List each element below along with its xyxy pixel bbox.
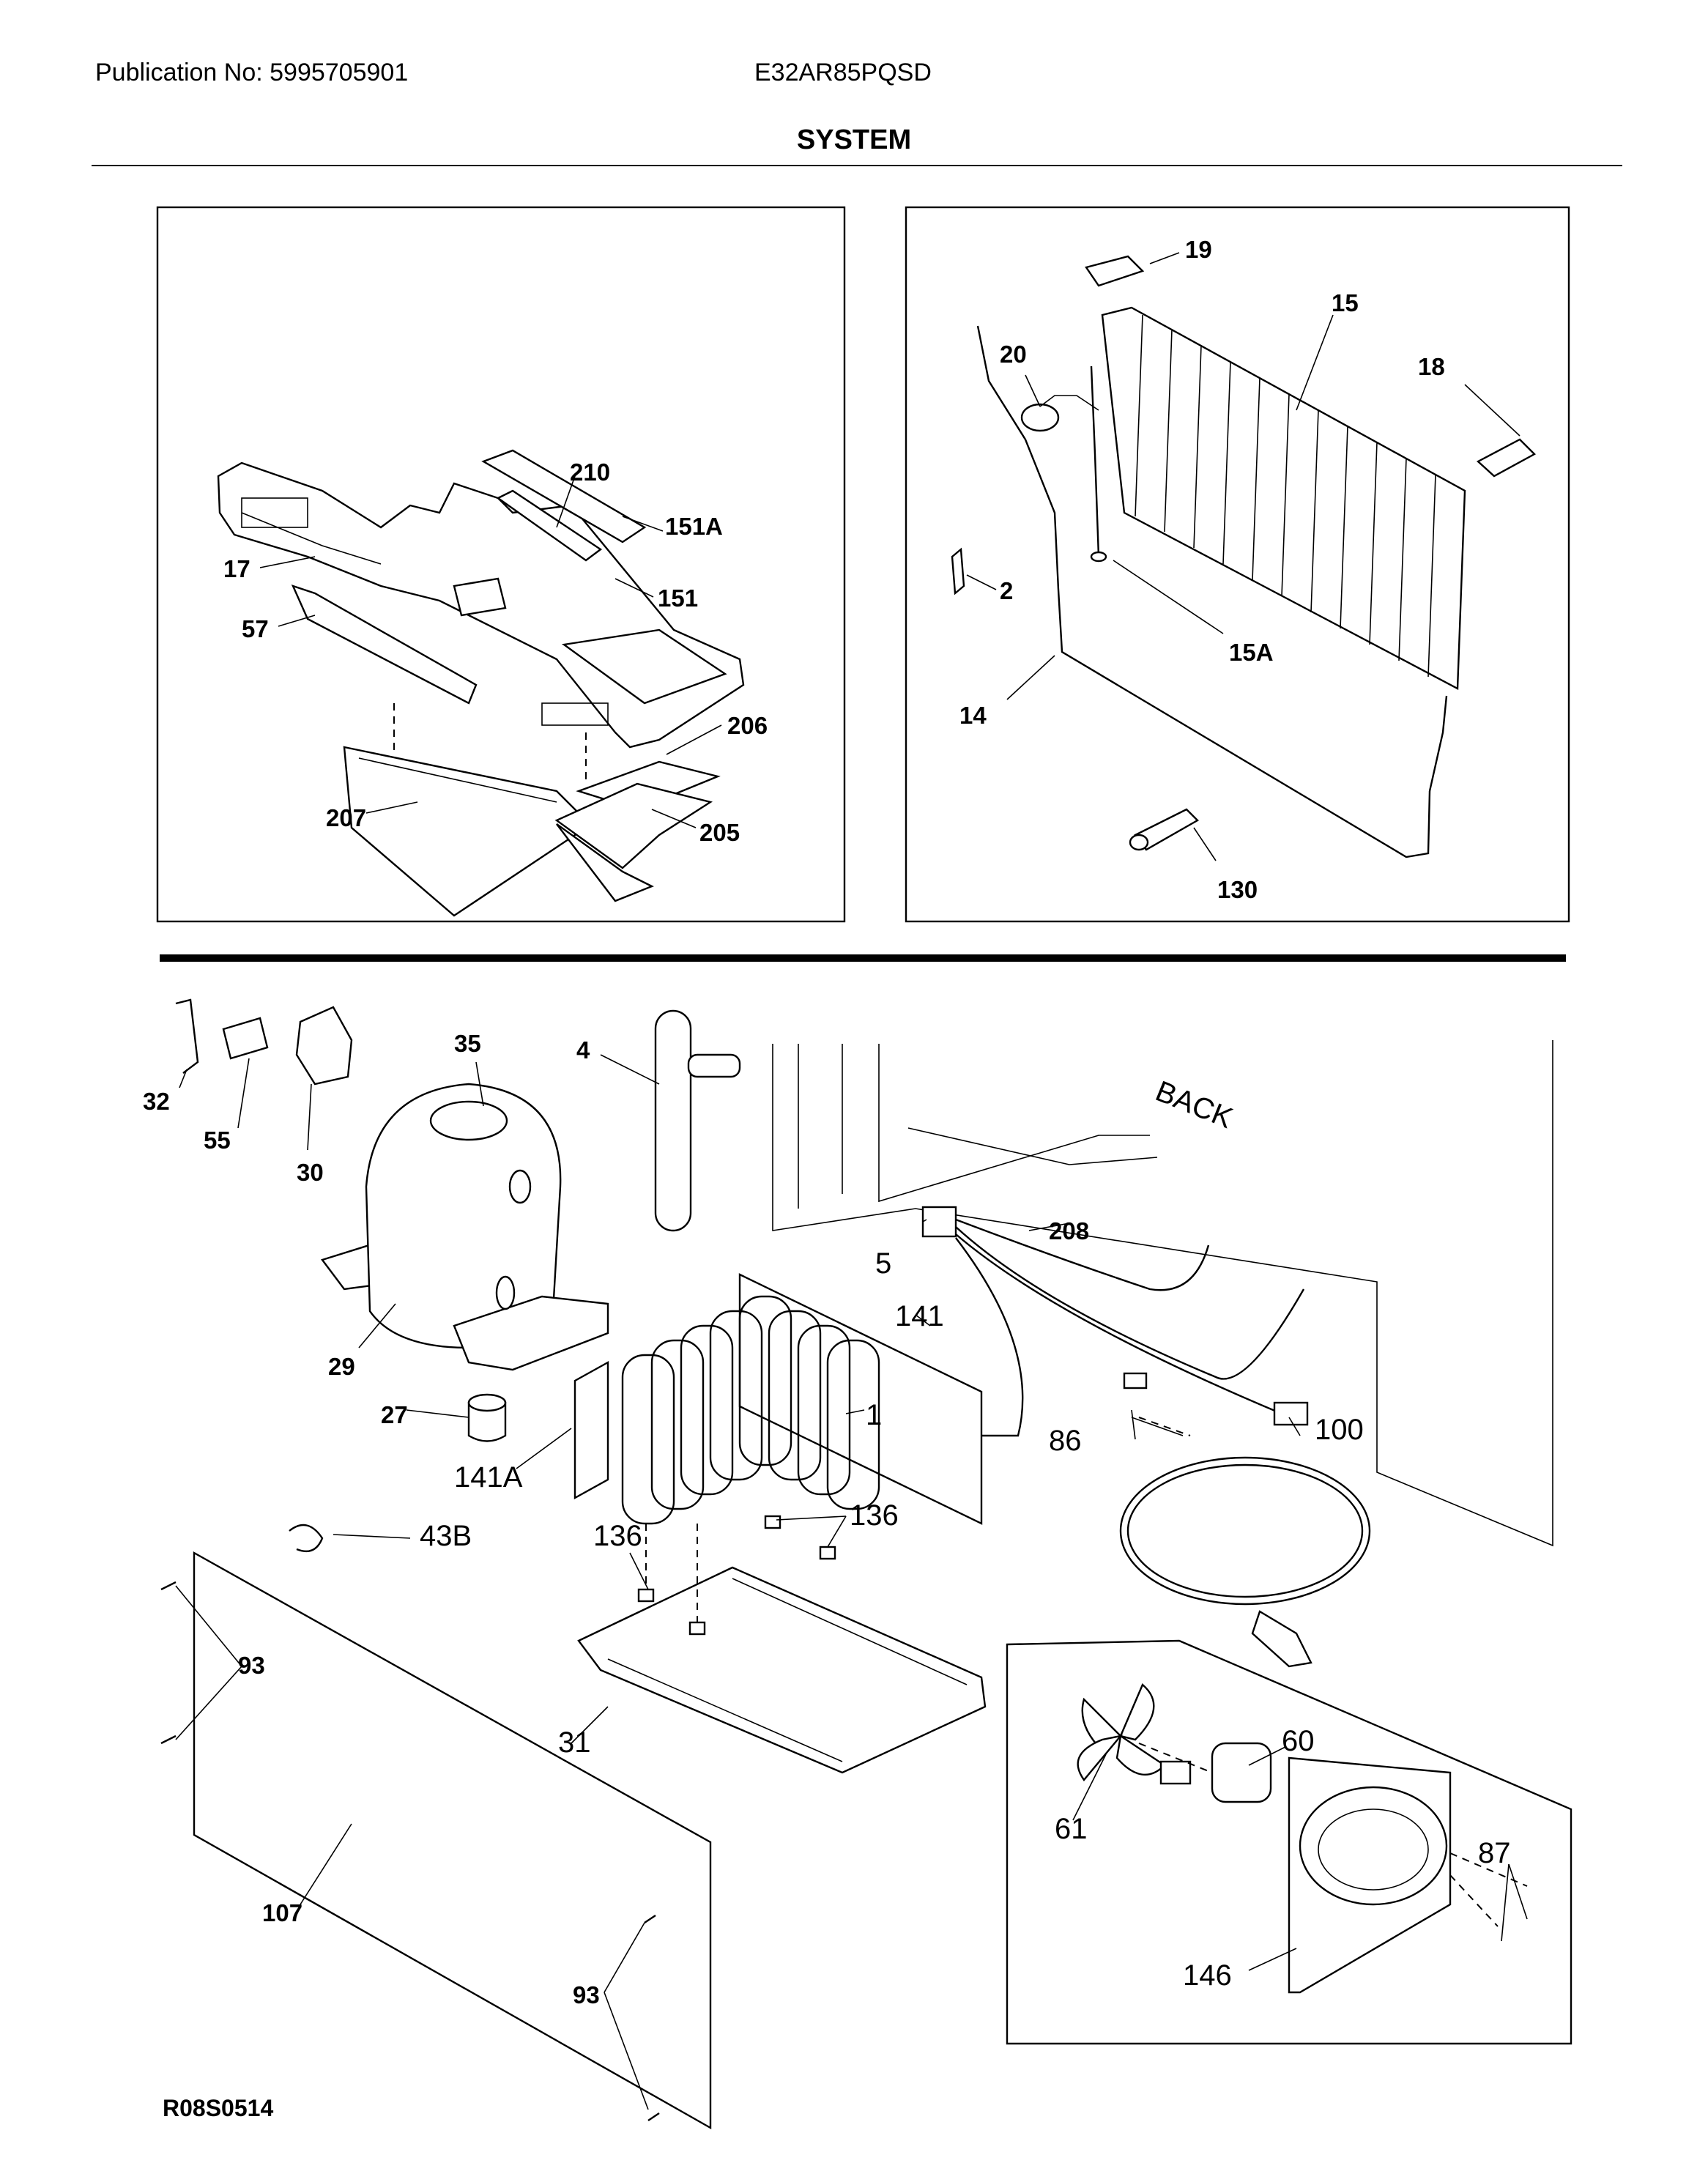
label-35: 35 [454, 1030, 481, 1057]
label-4: 4 [576, 1036, 590, 1064]
label-205: 205 [699, 819, 740, 846]
diagram-code: R08S0514 [163, 2095, 274, 2121]
label-136-left: 136 [593, 1520, 642, 1552]
label-206: 206 [727, 712, 768, 739]
page-title: SYSTEM [796, 125, 912, 155]
label-31: 31 [558, 1726, 591, 1759]
label-1: 1 [866, 1399, 882, 1431]
label-93-bottom: 93 [573, 1981, 600, 2008]
label-136-right: 136 [850, 1499, 899, 1532]
label-146: 146 [1183, 1959, 1232, 1992]
label-141: 141 [895, 1300, 944, 1332]
label-15: 15 [1332, 289, 1359, 316]
label-2: 2 [1000, 577, 1013, 604]
label-87: 87 [1478, 1837, 1511, 1869]
publication-number: Publication No: 5995705901 [95, 59, 409, 86]
label-61: 61 [1055, 1813, 1088, 1845]
label-17: 17 [223, 555, 250, 582]
label-30: 30 [297, 1159, 324, 1186]
label-141A: 141A [454, 1461, 523, 1494]
label-18: 18 [1418, 353, 1445, 380]
panel-evaporator [905, 206, 1570, 923]
label-130: 130 [1217, 876, 1258, 903]
label-back: BACK [1151, 1075, 1238, 1135]
label-207: 207 [326, 804, 366, 831]
label-210: 210 [570, 459, 610, 486]
label-43B: 43B [420, 1520, 472, 1552]
model-number: E32AR85PQSD [754, 59, 932, 86]
panel-control-housing [156, 206, 846, 923]
label-29: 29 [328, 1353, 355, 1380]
label-86: 86 [1049, 1425, 1082, 1457]
label-19: 19 [1185, 236, 1212, 263]
label-5: 5 [875, 1247, 891, 1280]
section-separator [160, 954, 1566, 962]
label-57: 57 [242, 615, 269, 642]
label-208: 208 [1049, 1217, 1089, 1244]
label-60: 60 [1282, 1725, 1315, 1757]
label-27: 27 [381, 1401, 408, 1428]
label-151: 151 [658, 585, 698, 612]
label-100: 100 [1315, 1414, 1364, 1446]
label-55: 55 [204, 1127, 231, 1154]
label-15A: 15A [1229, 639, 1274, 666]
label-151A: 151A [665, 513, 723, 540]
label-14: 14 [959, 702, 987, 729]
machine-compartment [160, 998, 1573, 2130]
label-32: 32 [143, 1088, 170, 1115]
label-20: 20 [1000, 341, 1027, 368]
label-93-top: 93 [238, 1652, 265, 1679]
header-rule [92, 165, 1622, 166]
label-107: 107 [262, 1899, 302, 1926]
